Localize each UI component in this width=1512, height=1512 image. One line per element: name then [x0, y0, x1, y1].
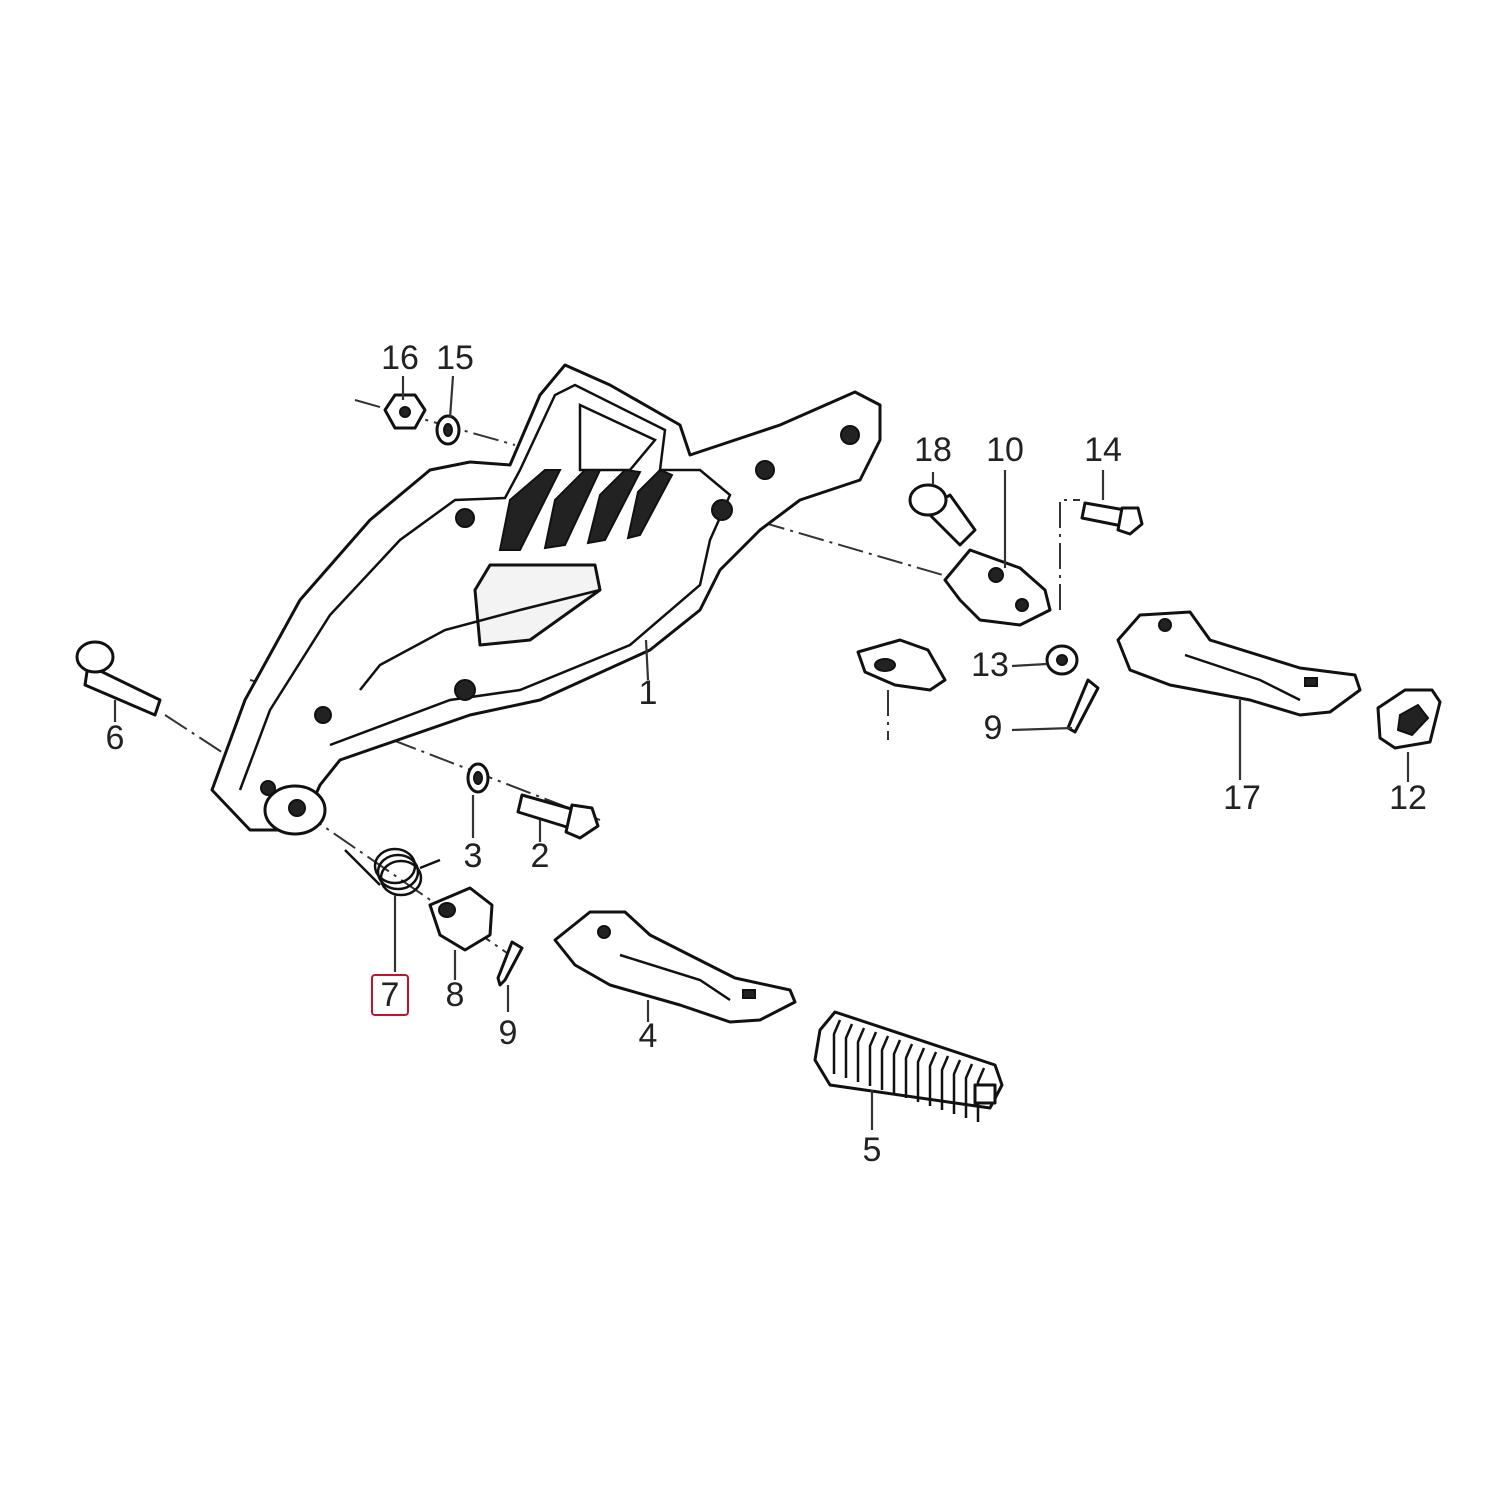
part-6-pin: [75, 640, 162, 717]
callout-14: 14: [1084, 431, 1122, 469]
part-5-footpeg-rubber: [813, 1010, 1004, 1122]
callout-18: 18: [914, 431, 952, 469]
part-13-washer: [1045, 644, 1079, 676]
callout-4: 4: [639, 1017, 658, 1055]
rubber-rib: [892, 1039, 902, 1094]
part-8-bushing: [428, 886, 494, 952]
part-18-pivot-pin: [908, 483, 977, 547]
part-16-nut: [383, 393, 427, 430]
rubber-rib: [868, 1031, 878, 1086]
callout-7-highlight-box: [371, 974, 409, 1016]
rubber-pad: [856, 638, 947, 692]
part-14-bolt: [1080, 501, 1144, 536]
part-3-washer: [466, 762, 490, 794]
part-2-bolt: [516, 793, 600, 840]
rubber-rib: [832, 1019, 842, 1074]
part-4-footrest-arm: [553, 910, 797, 1024]
callout-13: 13: [971, 646, 1009, 684]
callout-12: 12: [1389, 779, 1427, 817]
part-7-spring: [344, 847, 441, 897]
bracket-fins: [498, 468, 674, 551]
rubber-rib: [904, 1043, 914, 1098]
callout-16: 16: [381, 339, 419, 377]
leader-lines: [113, 375, 1410, 1130]
callout-7: 7: [381, 976, 400, 1014]
part-1-bracket: [210, 363, 882, 836]
callout-3: 3: [464, 837, 483, 875]
rubber-rib: [964, 1063, 974, 1118]
rubber-rib: [976, 1067, 986, 1122]
callout-8: 8: [446, 976, 465, 1014]
callout-6: 6: [106, 719, 125, 757]
part-9-cotter-pin-lower: [496, 940, 524, 987]
rubber-rib: [952, 1059, 962, 1114]
rubber-rib: [940, 1055, 950, 1110]
part-12-rubber-insert: [1376, 688, 1442, 750]
part-9-cotter-pin-upper: [1066, 678, 1100, 734]
rubber-ribs: [832, 1019, 986, 1122]
callout-15: 15: [436, 339, 474, 377]
rubber-rib: [916, 1047, 926, 1102]
part-17-footrest-arm: [1116, 610, 1362, 717]
callout-9-lower: 9: [499, 1014, 518, 1052]
callout-5: 5: [863, 1131, 882, 1169]
callout-10: 10: [986, 431, 1024, 469]
rubber-rib: [880, 1035, 890, 1090]
callout-2: 2: [531, 837, 550, 875]
rubber-rib: [856, 1027, 866, 1082]
callout-labels: 16 15 1 6 3 2 7 8 9 4 5 18 10 14 13 9 17…: [106, 339, 1427, 1169]
callout-9-upper: 9: [984, 709, 1003, 747]
callout-1: 1: [639, 674, 658, 712]
callout-17: 17: [1223, 779, 1261, 817]
part-15-washer: [435, 414, 461, 446]
rubber-rib: [844, 1023, 854, 1078]
part-10-bracket: [943, 548, 1052, 627]
rubber-rib: [928, 1051, 938, 1106]
